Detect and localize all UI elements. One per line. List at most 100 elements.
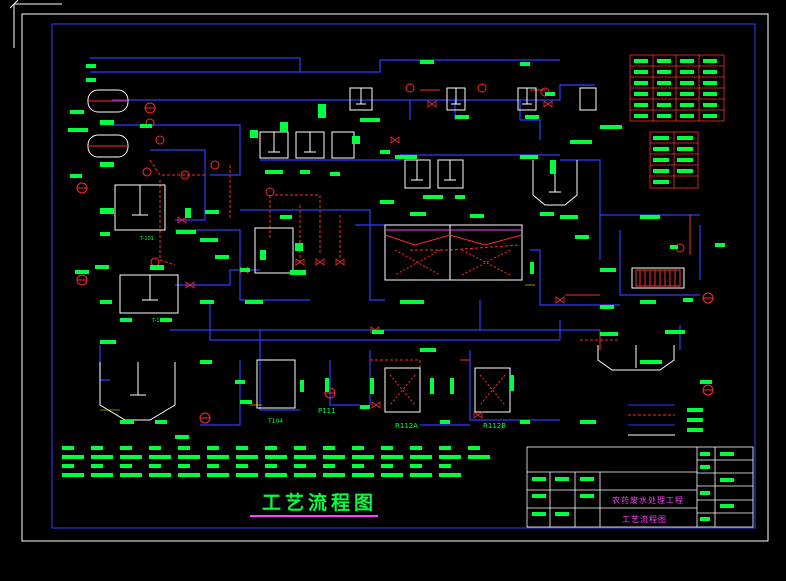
green-label-block [455, 115, 469, 119]
equipment-list-cell [410, 455, 432, 459]
green-label-block [100, 300, 112, 304]
clarifier-top [532, 160, 578, 206]
legend-cell-fill [677, 169, 693, 173]
green-label-block [420, 348, 436, 352]
green-label-block [245, 300, 263, 304]
line-legend [628, 404, 675, 436]
green-label-block [100, 162, 114, 167]
basin-r112a [384, 367, 421, 413]
green-label-block [200, 300, 214, 304]
equipment-list-cell [381, 455, 403, 459]
green-label-block [410, 212, 426, 216]
equipment-list-cell [178, 455, 200, 459]
legend-cell-fill [657, 103, 671, 107]
green-label-block [575, 235, 589, 239]
green-label-block [100, 232, 110, 236]
valve-icon [315, 258, 325, 266]
valve-icon [185, 281, 195, 289]
reactor-1 [384, 224, 451, 281]
legend-cell-fill [634, 59, 648, 63]
tank-c [99, 362, 176, 421]
equipment-list-cell [381, 473, 403, 477]
reactor-2 [449, 224, 523, 281]
green-label-block [600, 268, 616, 272]
legend-cell-fill [680, 92, 694, 96]
equipment-list-cell [294, 455, 316, 459]
equipment-list-cell [323, 455, 345, 459]
green-label-block [687, 428, 703, 432]
equipment-list [62, 446, 490, 477]
legend-cell-fill [677, 158, 693, 162]
equipment-list-cell [62, 473, 84, 477]
label-t104: T104 [267, 418, 283, 425]
green-label-block [520, 62, 530, 66]
equipment-list-cell [149, 464, 161, 468]
green-label-block [175, 435, 189, 439]
legend-cell-fill [653, 136, 669, 140]
legend-cell-fill [657, 81, 671, 85]
equipment-list-cell [178, 446, 190, 450]
legend-cell-fill [657, 114, 671, 118]
legend-cell-fill [634, 114, 648, 118]
equipment-list-cell [120, 464, 132, 468]
instrument-bubble [477, 83, 487, 93]
equipment-list-cell [265, 464, 277, 468]
equipment-list-cell [149, 455, 171, 459]
green-label-block [205, 210, 219, 214]
equipment-list-cell [410, 446, 422, 450]
valve-icon [295, 258, 305, 266]
equipment-list-cell [265, 446, 277, 450]
valve-icon [371, 401, 381, 409]
green-label-block [240, 400, 252, 404]
equipment-list-cell [236, 455, 258, 459]
green-label-block [545, 92, 555, 96]
green-label-block [215, 255, 229, 259]
green-label-block [687, 408, 703, 412]
instrument-bubble [142, 167, 152, 177]
tank-mid-1 [254, 227, 294, 274]
equipment-list-cell [149, 446, 161, 450]
green-label-block [352, 136, 360, 144]
legend-cell-fill [703, 103, 717, 107]
green-label-block [665, 330, 685, 334]
green-label-block [525, 115, 539, 119]
valve-icon [427, 100, 437, 108]
equipment-list-cell [439, 455, 461, 459]
legend-cell-fill [703, 59, 717, 63]
valve-icon [555, 296, 565, 304]
green-label-block [325, 378, 329, 392]
agitators [130, 88, 637, 396]
equipment-list-cell [468, 455, 490, 459]
equipment-outlines [87, 87, 685, 421]
green-label-block [140, 124, 152, 128]
instrument-bubble [210, 160, 220, 170]
equipment-list-cell [207, 464, 219, 468]
legend-cell-fill [680, 70, 694, 74]
green-label-block [372, 330, 384, 334]
green-label-block [290, 270, 306, 275]
equipment-list-cell [352, 473, 374, 477]
green-label-block [155, 420, 167, 424]
drawing-border [51, 23, 756, 529]
equipment-list-cell [294, 446, 306, 450]
dimension-lines [100, 284, 535, 411]
green-label-block [280, 215, 292, 219]
equipment-list-cell [91, 455, 113, 459]
green-label-block [520, 420, 530, 424]
instrument-bubble [180, 170, 190, 180]
tank-b [119, 274, 179, 314]
green-label-block [120, 420, 134, 424]
equipment-list-cell [120, 446, 132, 450]
green-label-block [450, 378, 454, 394]
legend-cell-fill [653, 169, 669, 173]
legend-cell-fill [680, 81, 694, 85]
equipment-list-cell [91, 446, 103, 450]
legend-cell-fill [703, 92, 717, 96]
clarifier-right [597, 345, 675, 371]
green-label-block [70, 110, 84, 114]
drawing-main-title: 工艺流程图 [262, 491, 377, 514]
legend-cell-fill [634, 81, 648, 85]
equipment-list-cell [236, 446, 248, 450]
equipment-list-cell [381, 446, 393, 450]
